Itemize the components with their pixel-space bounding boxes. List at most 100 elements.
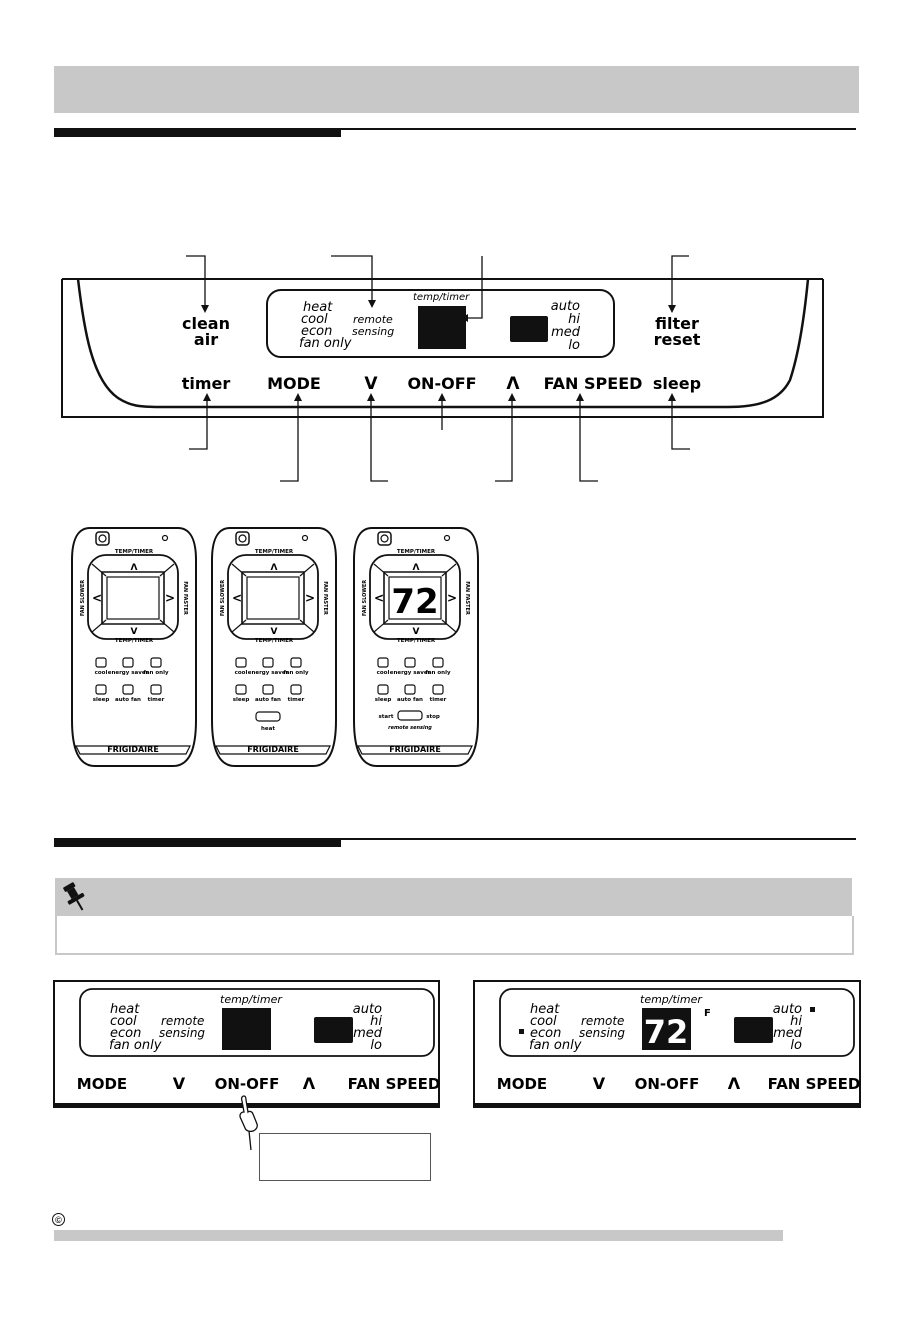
mode-fan-only: fan only (299, 336, 352, 351)
mode-button[interactable]: MODE (497, 1075, 547, 1093)
svg-text:>: > (447, 591, 457, 605)
svg-text:TEMP/TIMER: TEMP/TIMER (115, 549, 154, 555)
mode-button[interactable]: MODE (267, 374, 321, 393)
svg-text:cool: cool (110, 1014, 137, 1029)
fan-display (510, 316, 548, 342)
timer-button[interactable]: timer (182, 374, 231, 393)
svg-text:FAN SLOWER: FAN SLOWER (362, 580, 368, 616)
mode-econ: econ (301, 324, 332, 339)
svg-text:Λ: Λ (413, 563, 420, 573)
temp-timer-label: temp/timer (413, 292, 470, 303)
svg-text:FAN FASTER: FAN FASTER (322, 581, 328, 615)
remote-controls: TEMP/TIMER TEMP/TIMER Λ V < > FAN SLOWER… (71, 527, 479, 767)
svg-text:econ: econ (530, 1026, 561, 1041)
svg-text:cool: cool (95, 670, 108, 676)
svg-text:sensing: sensing (159, 1026, 205, 1040)
svg-text:fan only: fan only (109, 1038, 162, 1053)
svg-text:remote: remote (581, 1014, 624, 1028)
svg-text:auto: auto (773, 1002, 802, 1017)
section-rule-2 (341, 838, 856, 840)
remote-2: TEMP/TIMER TEMP/TIMER Λ V < > FAN SLOWER… (211, 527, 337, 767)
fan-med: med (551, 325, 581, 340)
section-rule (341, 128, 856, 130)
svg-text:V: V (413, 627, 420, 637)
temp-down-button[interactable]: V (593, 1074, 606, 1093)
svg-text:sleep: sleep (93, 697, 110, 703)
remote-brand: FRIGIDAIRE (107, 745, 159, 754)
on-off-button[interactable]: ON-OFF (215, 1075, 280, 1093)
temp-display-value: 72 (644, 1013, 689, 1051)
unit-label: F (704, 1008, 711, 1019)
clean-air-button[interactable]: clean (182, 314, 230, 333)
temp-up-button[interactable]: Λ (506, 374, 520, 394)
temp-down-button[interactable]: V (173, 1074, 186, 1093)
svg-text:auto fan: auto fan (115, 697, 141, 703)
filter-reset-button[interactable]: filter (655, 314, 699, 333)
svg-text:cool: cool (235, 670, 248, 676)
svg-text:energy saver: energy saver (248, 670, 289, 676)
remote-sensing-label-2: sensing (352, 325, 394, 338)
svg-text:lo: lo (370, 1038, 382, 1053)
svg-text:Λ: Λ (271, 563, 278, 573)
svg-text:TEMP/TIMER: TEMP/TIMER (115, 638, 154, 644)
small-panel-on: heat cool econ fan only remote sensing t… (473, 980, 861, 1108)
svg-text:sensing: sensing (579, 1026, 625, 1040)
svg-text:energy saver: energy saver (108, 670, 149, 676)
svg-text:auto fan: auto fan (255, 697, 281, 703)
fan-lo: lo (568, 338, 580, 353)
svg-text:heat: heat (261, 726, 275, 732)
note-box (55, 916, 854, 955)
svg-text:V: V (271, 627, 278, 637)
callout-box (259, 1133, 431, 1181)
svg-text:<: < (92, 591, 102, 605)
filter-reset-button-line2[interactable]: reset (654, 330, 701, 349)
svg-text:TEMP/TIMER: TEMP/TIMER (255, 638, 294, 644)
svg-text:temp/timer: temp/timer (220, 993, 283, 1006)
mode-button[interactable]: MODE (77, 1075, 127, 1093)
fan-indicator (810, 1007, 815, 1012)
svg-text:timer: timer (288, 697, 305, 703)
svg-text:med: med (353, 1026, 383, 1041)
copyright-symbol: © (52, 1213, 65, 1226)
svg-text:FAN FASTER: FAN FASTER (182, 581, 188, 615)
svg-text:>: > (305, 591, 315, 605)
mode-cool: cool (301, 312, 328, 327)
svg-text:fan only: fan only (143, 670, 169, 676)
fan-speed-button[interactable]: FAN SPEED (544, 374, 643, 393)
svg-text:auto: auto (353, 1002, 382, 1017)
svg-text:Λ: Λ (131, 563, 138, 573)
pointing-hand-icon (239, 1095, 258, 1151)
svg-text:med: med (773, 1026, 803, 1041)
svg-text:hi: hi (790, 1014, 802, 1029)
remote-sensing-label: remote (353, 313, 393, 326)
svg-text:heat: heat (110, 1002, 140, 1017)
temp-up-button[interactable]: Λ (303, 1074, 316, 1093)
svg-text:sleep: sleep (233, 697, 250, 703)
callout-arrowheads (201, 300, 676, 401)
svg-text:cool: cool (530, 1014, 557, 1029)
fan-speed-button[interactable]: FAN SPEED (768, 1075, 861, 1093)
sleep-button[interactable]: sleep (653, 374, 701, 393)
svg-text:V: V (131, 627, 138, 637)
svg-text:temp/timer: temp/timer (640, 993, 703, 1006)
on-off-button[interactable]: ON-OFF (635, 1075, 700, 1093)
clean-air-button-line2[interactable]: air (194, 330, 218, 349)
pushpin-icon (63, 882, 85, 911)
temp-down-button[interactable]: V (364, 374, 378, 394)
svg-text:fan only: fan only (283, 670, 309, 676)
remote-display-value: 72 (391, 582, 438, 622)
temp-display (418, 306, 466, 349)
callout-leaders-top (186, 255, 690, 482)
svg-text:energy saver: energy saver (390, 670, 431, 676)
section-rule-accent-2 (54, 838, 341, 847)
temp-display-on (642, 1008, 691, 1050)
temp-up-button[interactable]: Λ (728, 1074, 741, 1093)
svg-text:<: < (374, 591, 384, 605)
svg-text:timer: timer (148, 697, 165, 703)
fan-speed-button[interactable]: FAN SPEED (348, 1075, 441, 1093)
svg-text:auto fan: auto fan (397, 697, 423, 703)
svg-text:FRIGIDAIRE: FRIGIDAIRE (389, 745, 441, 754)
fan-auto: auto (551, 299, 580, 314)
svg-text:lo: lo (790, 1038, 802, 1053)
on-off-button[interactable]: ON-OFF (407, 374, 476, 393)
